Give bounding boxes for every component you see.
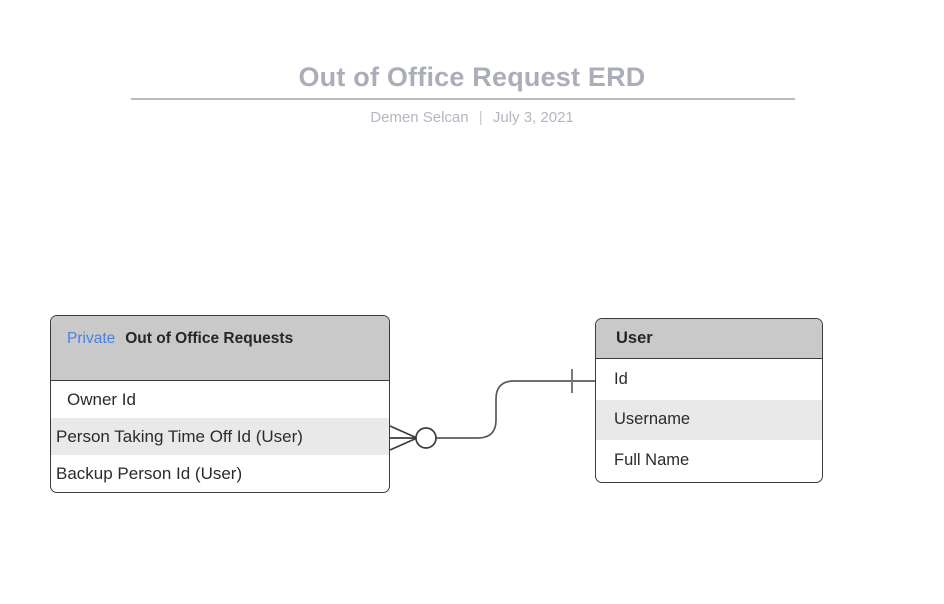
page-title: Out of Office Request ERD (298, 62, 646, 92)
entity-header-user: User (596, 319, 822, 359)
attribute-label: Backup Person Id (User) (56, 463, 243, 483)
entity-qualifier-private: Private (67, 330, 116, 347)
attribute-row[interactable]: Owner Id (51, 381, 389, 418)
attribute-row[interactable]: Id (596, 359, 822, 400)
entity-user[interactable]: User Id Username Full Name (595, 318, 823, 483)
relationship-connector-requests-to-user (389, 369, 595, 451)
title-divider (131, 98, 795, 100)
entity-header-out-of-office-requests: Private Out of Office Requests (51, 316, 389, 381)
attribute-label: Username (614, 410, 691, 429)
document-byline: Demen Selcan | July 3, 2021 (0, 108, 944, 128)
entity-out-of-office-requests[interactable]: Private Out of Office Requests Owner Id P… (50, 315, 390, 493)
attribute-row[interactable]: Full Name (596, 440, 822, 481)
crowsfoot-zero-or-many-icon (389, 425, 437, 451)
entity-title-user: User (616, 329, 653, 347)
attribute-row[interactable]: Backup Person Id (User) (51, 455, 389, 492)
entity-title-out-of-office-requests: Out of Office Requests (125, 330, 294, 347)
author-name: Demen Selcan (370, 109, 469, 126)
attribute-label: Owner Id (67, 389, 136, 409)
optionality-zero-circle-icon (415, 427, 437, 449)
connector-line (435, 380, 595, 439)
document-date: July 3, 2021 (492, 109, 574, 126)
attribute-label: Person Taking Time Off Id (User) (56, 426, 303, 446)
attribute-row[interactable]: Username (596, 399, 822, 441)
attribute-label: Id (614, 369, 628, 388)
attribute-row[interactable]: Person Taking Time Off Id (User) (51, 418, 389, 456)
byline-separator: | (478, 109, 483, 126)
attribute-label: Full Name (614, 450, 690, 469)
